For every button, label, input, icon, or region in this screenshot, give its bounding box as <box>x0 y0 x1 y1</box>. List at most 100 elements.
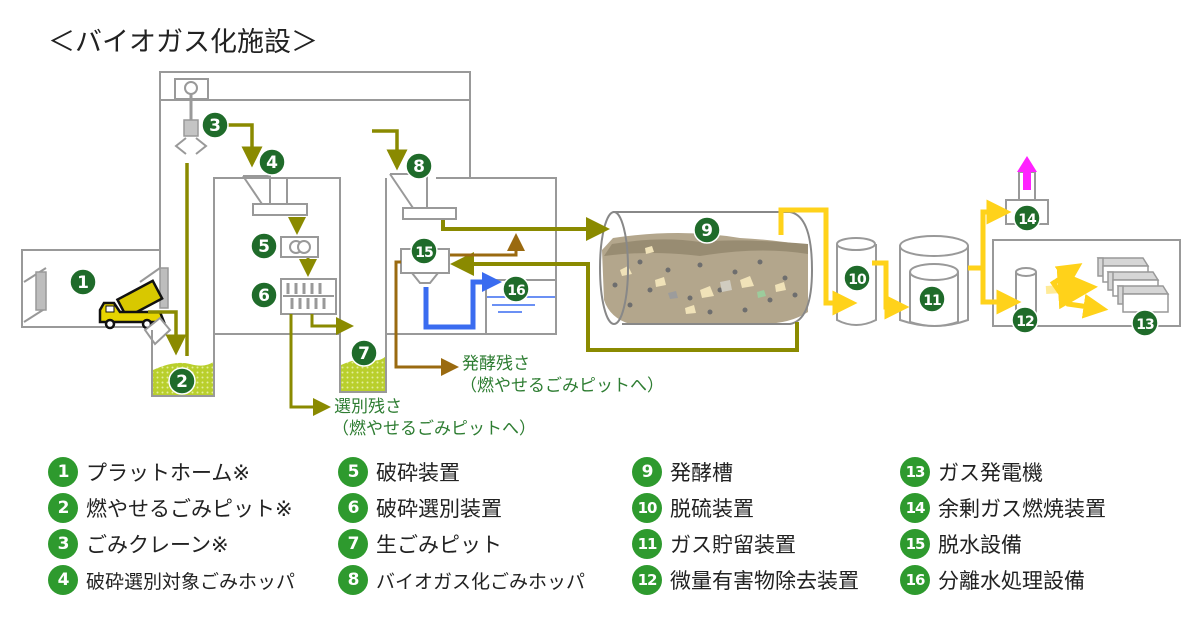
flow-gas-to-desulfurizer <box>778 207 858 316</box>
legend-label: ごみクレーン※ <box>86 533 229 557</box>
garbage-truck-icon <box>98 279 166 330</box>
flow-truck-to-pit <box>148 310 187 356</box>
legend-label: 余剰ガス燃焼装置 <box>938 497 1106 521</box>
legend-number-badge: 11 <box>632 529 662 559</box>
diagram-badge-3: 3 <box>201 111 229 139</box>
diagram-badge-9: 9 <box>693 216 721 244</box>
diagram-badge-10: 10 <box>843 264 871 292</box>
legend-item: 7 生ごみピット <box>338 527 502 561</box>
diagram-badge-11: 11 <box>918 285 946 313</box>
flow-sorter-to-foodpit <box>310 314 354 335</box>
diagram-badge-16: 16 <box>502 275 530 303</box>
legend-label: ガス発電機 <box>938 461 1043 485</box>
legend-number-badge: 1 <box>48 457 78 487</box>
diagram-badge-number: 9 <box>701 221 713 241</box>
diagram-badge-5: 5 <box>250 232 278 260</box>
sorting-residue-note: 選別残さ （燃やせるごみピットへ） <box>332 396 536 440</box>
page-title: ＜バイオガス化施設＞ <box>48 27 318 58</box>
flow-gas-to-holder <box>872 260 910 320</box>
diagram-badge-number: 12 <box>1016 314 1034 330</box>
legend-label: 微量有害物除去装置 <box>670 569 859 593</box>
legend-number-badge: 7 <box>338 529 368 559</box>
diagram-badge-13: 13 <box>1131 309 1159 337</box>
fermentation-residue-title: 発酵残さ <box>462 354 530 374</box>
diagram-badge-number: 3 <box>209 116 221 136</box>
diagram-badge-number: 6 <box>258 286 270 306</box>
flow-gas-to-generator-b <box>1052 263 1083 288</box>
fermenter-tank <box>599 211 814 325</box>
flow-sorter-to-residue <box>289 314 331 416</box>
flow-hopper8-to-fermenter <box>441 217 610 241</box>
legend-label: 燃やせるごみピット※ <box>86 497 293 521</box>
flow-dehydrator-to-residue <box>394 260 459 376</box>
flow-gas-to-purifier <box>980 268 1022 315</box>
legend-number-badge: 16 <box>900 565 930 595</box>
diagram-badge-4: 4 <box>258 148 286 176</box>
diagram-badge-6: 6 <box>250 281 278 309</box>
flow-gas-to-generator-a <box>1045 269 1098 310</box>
fermentation-residue-note: 発酵残さ （燃やせるごみピットへ） <box>460 353 664 397</box>
legend-item: 6 破砕選別装置 <box>338 491 502 525</box>
diagram-badge-2: 2 <box>168 367 196 395</box>
diagram-badge-number: 10 <box>848 272 867 288</box>
legend-label: ガス貯留装置 <box>670 533 796 557</box>
legend-label: 生ごみピット <box>376 533 502 557</box>
legend-number-badge: 6 <box>338 493 368 523</box>
generator-units <box>1096 257 1170 313</box>
diagram-badge-number: 14 <box>1018 212 1037 228</box>
diagram-badge-8: 8 <box>405 152 433 180</box>
diagram-badge-15: 15 <box>410 237 438 265</box>
crusher-5 <box>280 236 319 258</box>
flow-crane-to-hopper4 <box>226 123 263 168</box>
legend-item: 16 分離水処理設備 <box>900 563 1085 597</box>
legend-label: バイオガス化ごみホッパ <box>376 570 586 593</box>
flow-gas-to-generator-c <box>1049 279 1109 319</box>
platform-building <box>21 249 169 328</box>
diagram-badge-number: 8 <box>413 157 425 177</box>
main-building <box>151 71 471 397</box>
flow-fermenter-to-dehydrator <box>450 252 799 352</box>
diagram-badge-14: 14 <box>1013 204 1041 232</box>
legend-label: 破砕装置 <box>376 461 460 485</box>
diagram-badge-1: 1 <box>69 268 97 296</box>
sorting-residue-title: 選別残さ <box>334 397 402 417</box>
legend-label: 破砕選別装置 <box>376 497 502 521</box>
legend-number-badge: 12 <box>632 565 662 595</box>
diagram-badge-12: 12 <box>1011 306 1039 334</box>
legend-number-badge: 10 <box>632 493 662 523</box>
legend-label: 脱硫装置 <box>670 497 754 521</box>
legend-number-badge: 9 <box>632 457 662 487</box>
flow-into-hopper8 <box>372 129 408 171</box>
diagram-badge-7: 7 <box>350 339 378 367</box>
diagram-badge-number: 4 <box>266 153 278 173</box>
flow-dehydrator-return <box>450 233 525 257</box>
diagram-badge-number: 13 <box>1136 317 1154 333</box>
legend-label: プラットホーム※ <box>86 461 250 485</box>
legend-label: 分離水処理設備 <box>938 569 1085 593</box>
legend-item: 3 ごみクレーン※ <box>48 527 229 561</box>
fermentation-residue-dest: （燃やせるごみピットへ） <box>460 376 664 396</box>
gas-holder <box>899 235 969 327</box>
sorter-6 <box>280 278 337 315</box>
crane-icon <box>174 81 208 155</box>
legend-item: 12 微量有害物除去装置 <box>632 563 859 597</box>
legend-item: 10 脱硫装置 <box>632 491 754 525</box>
legend-item: 11 ガス貯留装置 <box>632 527 796 561</box>
legend-number-badge: 3 <box>48 529 78 559</box>
diagram-badge-number: 5 <box>258 237 270 257</box>
legend-number-badge: 14 <box>900 493 930 523</box>
legend-item: 14 余剰ガス燃焼装置 <box>900 491 1106 525</box>
legend-item: 1 プラットホーム※ <box>48 455 250 489</box>
sorting-residue-dest: （燃やせるごみピットへ） <box>332 419 536 439</box>
diagram-badge-number: 15 <box>415 245 433 261</box>
exhaust-arrow-icon <box>1017 156 1037 190</box>
